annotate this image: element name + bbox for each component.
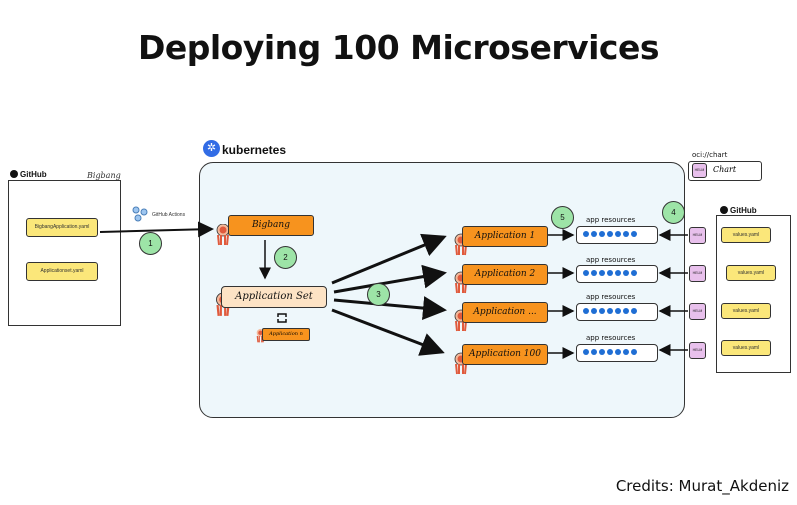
app-resources-box [576,226,658,244]
arrow-appset-to-app1 [331,233,447,285]
github-left-panel [8,180,121,326]
application-1-box: Application 1 [462,226,548,247]
app-resources-label: app resources [586,334,636,342]
helm-icon: HELM [692,163,707,178]
application-set-box: Application Set [221,286,327,308]
github-icon [720,206,728,214]
step-2-circle: 2 [274,246,297,269]
helm-icon: HELM [689,265,706,282]
step-4-circle: 4 [662,201,685,224]
step-3-circle: 3 [367,283,390,306]
application-n-box: Application n [262,328,310,341]
argo-octopus-icon [216,223,230,246]
chart-label: Chart [713,165,737,174]
chart-box: HELM Chart [688,161,762,181]
values-file: values.yaml [721,303,771,319]
github-actions-icon [131,205,149,223]
arrow-appset-to-app3 [333,296,447,321]
app-resources-label: app resources [586,293,636,301]
github-right-label: GitHub [720,206,757,215]
github-left-text: GitHub [20,170,47,179]
app-resources-box [576,265,658,283]
github-right-text: GitHub [730,206,757,215]
app-resources-label: app resources [586,256,636,264]
application-100-box: Application 100 [462,344,548,365]
values-file: values.yaml [721,227,771,243]
helm-icon: HELM [689,227,706,244]
helm-icon: HELM [689,303,706,320]
github-actions-label: GitHub Actions [152,212,186,218]
oci-chart-label: oci://chart [692,151,728,159]
credits: Credits: Murat_Akdeniz [615,477,789,495]
arrow-github-to-bigbang [99,221,214,238]
sync-icon [276,311,288,323]
arrow-appset-to-app2 [333,264,447,294]
step-1-circle: 1 [139,232,162,255]
github-icon [10,170,18,178]
applicationset-file: Applicationset.yaml [26,262,98,281]
app-resources-box [576,344,658,362]
kubernetes-label: kubernetes [222,143,287,157]
bigbang-application-file: BigbangApplication.yaml [26,218,98,237]
app-resources-box [576,303,658,321]
values-file: values.yaml [721,340,771,356]
bigbang-box: Bigbang [228,215,314,236]
values-file: values.yaml [726,265,776,281]
helm-icon: HELM [689,342,706,359]
kubernetes-icon: ✲ [203,140,220,157]
app-resources-label: app resources [586,216,636,224]
application-ellipsis-box: Application ... [462,302,548,323]
step-5-circle: 5 [551,206,574,229]
page-title: Deploying 100 Microservices [137,28,660,67]
github-left-label: GitHub [10,170,47,179]
repo-name: Bigbang [87,171,121,180]
application-2-box: Application 2 [462,264,548,285]
arrow-appset-to-app100 [331,308,445,356]
